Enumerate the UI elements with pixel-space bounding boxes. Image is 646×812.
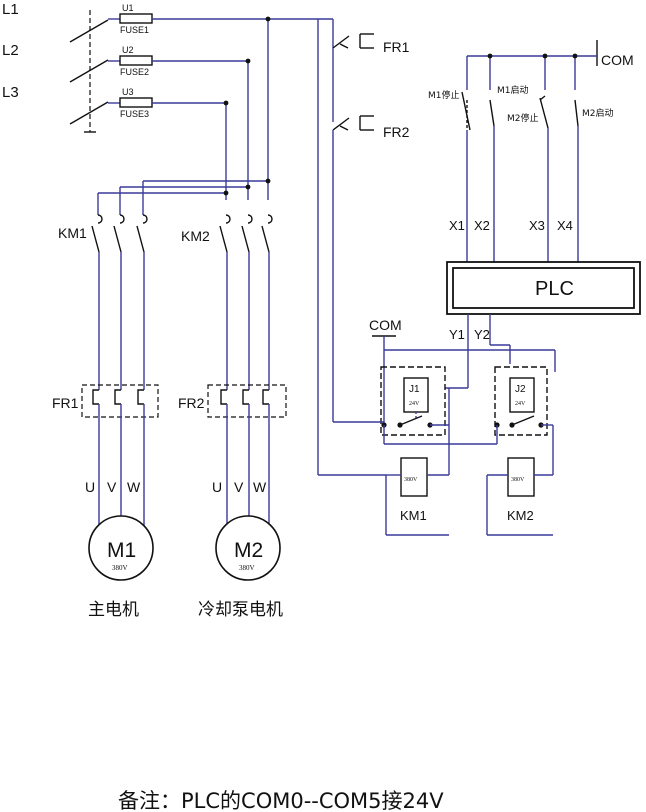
motor-m2 (215, 515, 281, 581)
fuse-3-id: U3 (122, 87, 134, 97)
km1-contactor-label: KM1 (58, 225, 87, 241)
contactor-km1-contacts (91, 214, 148, 390)
plc-label: PLC (535, 278, 574, 300)
fr1-contact-label: FR1 (383, 39, 410, 55)
coil-km2 (486, 457, 553, 536)
supply-l3-label: L3 (2, 84, 19, 101)
plc-output-y1: Y1 (449, 327, 465, 342)
fuse-3-name: FUSE3 (120, 109, 149, 119)
motor-m1-label: M1 (107, 539, 136, 562)
coil-km1-voltage: 380V (404, 477, 418, 483)
com-label-top: COM (601, 52, 634, 68)
fuse-2 (119, 55, 153, 66)
relay-j1-enclosure (380, 366, 446, 436)
button-m1-stop (461, 91, 471, 262)
fr-contact-top-2 (332, 115, 374, 422)
motor-m2-voltage: 380V (239, 564, 255, 572)
fuse-1-name: FUSE1 (120, 25, 149, 35)
plc-block-inner (452, 267, 635, 309)
motor-m2-label: M2 (234, 539, 263, 562)
m2-stop-label: M2停止 (507, 112, 539, 124)
m1-start-label: M1启动 (497, 84, 529, 96)
plc-input-x2: X2 (474, 218, 490, 233)
relay-j2-coil (509, 377, 535, 413)
junction-dots (223, 16, 271, 196)
fuse-1-id: U1 (122, 3, 134, 13)
button-m2-start (574, 99, 579, 262)
motor-m1-voltage: 380V (112, 564, 128, 572)
button-m1-start (489, 99, 495, 262)
coil-km1-label: KM1 (400, 508, 427, 523)
m1-phase-w: W (127, 479, 141, 495)
km2-contactor-label: KM2 (181, 228, 210, 244)
coil-km2-label: KM2 (507, 508, 534, 523)
motor-m2-caption: 冷却泵电机 (198, 600, 283, 620)
supply-l1-label: L1 (2, 1, 19, 18)
relay-j2-enclosure (494, 366, 548, 436)
m1-phase-u: U (85, 479, 95, 495)
footer-note: 备注：PLC的COM0--COM5接24V (118, 789, 444, 812)
relay-j1-label: J1 (409, 384, 420, 395)
button-m2-stop (539, 95, 549, 262)
fuse-3 (119, 97, 153, 108)
supply-l2-label: L2 (2, 42, 19, 59)
fr1-thermal-label: FR1 (52, 395, 79, 411)
m2-phase-w: W (253, 479, 267, 495)
m1-phase-v: V (107, 479, 117, 495)
motor-m1-caption: 主电机 (88, 600, 139, 620)
relay-j1-voltage: 24V (409, 401, 420, 407)
m2-phase-v: V (234, 479, 244, 495)
com-label-output: COM (369, 317, 402, 333)
input-com-bus (466, 40, 598, 90)
fuse-2-id: U2 (122, 45, 134, 55)
coil-km2-voltage: 380V (511, 477, 525, 483)
coil-km1 (385, 457, 449, 536)
motor-m1 (88, 515, 154, 581)
contactor-km2-contacts (219, 214, 273, 390)
m2-start-label: M2启动 (582, 107, 614, 119)
m2-phase-u: U (212, 479, 222, 495)
fr2-thermal-label: FR2 (178, 395, 205, 411)
plc-input-x4: X4 (557, 218, 573, 233)
plc-input-x1: X1 (449, 218, 465, 233)
fuse-1 (119, 13, 153, 24)
fuse-2-name: FUSE2 (120, 67, 149, 77)
plc-output-y2: Y2 (474, 327, 490, 342)
relay-j2-voltage: 24V (515, 401, 526, 407)
plc-input-x3: X3 (529, 218, 545, 233)
fr2-contact-label: FR2 (383, 124, 410, 140)
main-isolator-switch (69, 10, 109, 133)
m1-stop-label: M1停止 (428, 89, 460, 101)
fr-contact-top-1 (332, 33, 374, 122)
relay-j2-label: J2 (515, 384, 526, 395)
bus-wiring (97, 18, 334, 215)
